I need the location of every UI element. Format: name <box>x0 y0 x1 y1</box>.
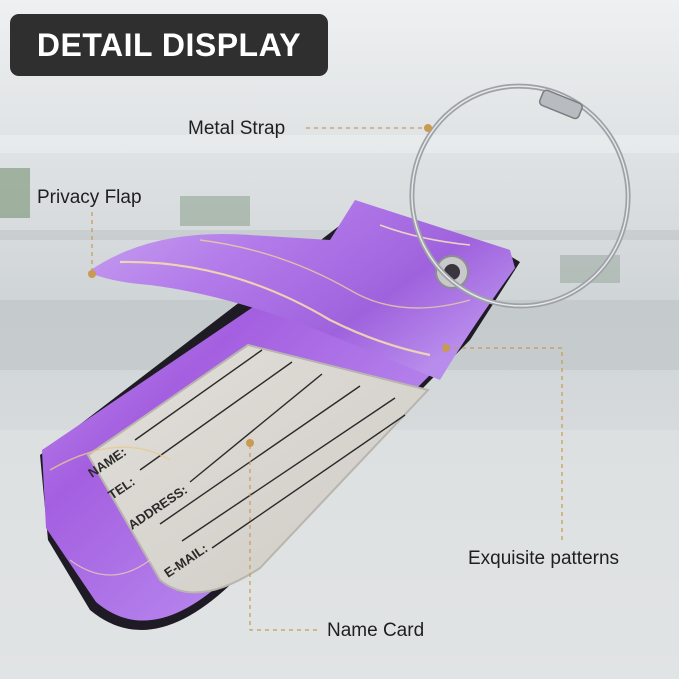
callout-exquisite-patterns: Exquisite patterns <box>468 548 620 569</box>
privacy-flap <box>88 200 515 380</box>
detail-display-banner: DETAIL DISPLAY <box>10 14 328 76</box>
callout-metal-strap: Metal Strap <box>188 118 286 139</box>
callout-privacy-flap: Privacy Flap <box>37 187 142 208</box>
metal-ring-icon <box>409 83 631 309</box>
name-card: NAME: TEL: ADDRESS: E-MAIL: <box>85 343 430 594</box>
banner-title: DETAIL DISPLAY <box>36 26 302 63</box>
callout-name-card: Name Card <box>327 620 425 641</box>
